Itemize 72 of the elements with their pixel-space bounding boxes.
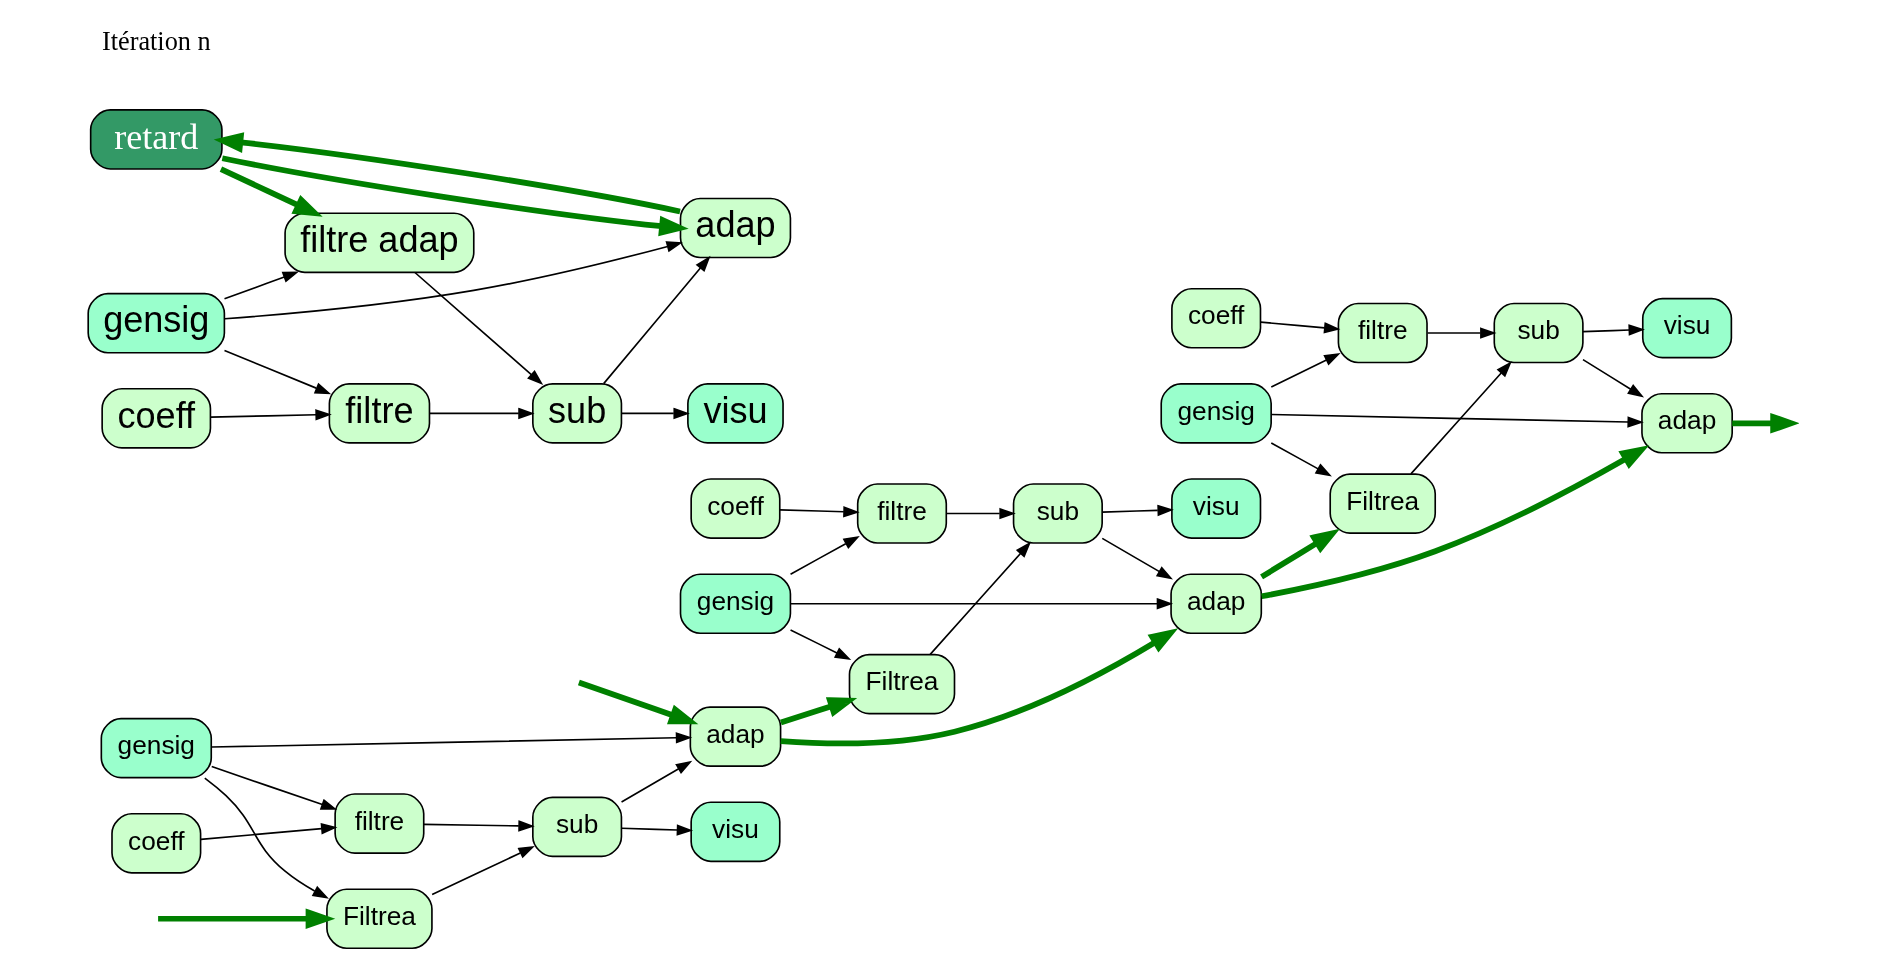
- arrow: [780, 628, 1178, 747]
- node-box: sub: [531, 383, 622, 444]
- node-box: Filtrea: [1328, 473, 1436, 534]
- node-box: visu: [689, 801, 781, 863]
- arrow: [1581, 324, 1645, 336]
- arrow: [1100, 537, 1173, 580]
- arrow: [210, 765, 337, 810]
- node-box: filtre: [856, 483, 947, 544]
- node-box: visu: [686, 383, 784, 444]
- arrow: [219, 166, 323, 217]
- arrow: [203, 777, 329, 899]
- arrow: [1269, 352, 1341, 388]
- node-box: gensig: [679, 573, 791, 635]
- node-box: filtre: [1337, 302, 1428, 364]
- node-box: retard: [89, 109, 223, 170]
- node-box: coeff: [1170, 287, 1261, 349]
- node-box: visu: [1170, 478, 1261, 539]
- arrow: [157, 908, 335, 930]
- node-box: sub: [531, 796, 622, 858]
- arrow: [577, 679, 698, 725]
- arrow: [1426, 327, 1497, 339]
- arrow: [945, 507, 1016, 520]
- arrow: [778, 506, 860, 518]
- arrow: [221, 155, 689, 237]
- node-box: filtre: [328, 383, 430, 444]
- node-box: Filtrea: [325, 888, 433, 950]
- arrow: [620, 407, 690, 420]
- node-box: sub: [1492, 302, 1584, 364]
- arrow: [209, 409, 332, 421]
- arrow: [620, 760, 692, 803]
- node-box: coeff: [689, 478, 781, 539]
- node-box: visu: [1641, 297, 1732, 359]
- node-box: adap: [1640, 392, 1733, 454]
- arrow: [1409, 361, 1512, 475]
- arrow: [1259, 321, 1340, 334]
- arrow: [789, 535, 860, 575]
- arrow: [1731, 412, 1799, 434]
- arrow: [1269, 442, 1332, 477]
- node-box: adap: [679, 197, 791, 259]
- arrow: [1581, 358, 1644, 398]
- node-box: adap: [689, 706, 781, 767]
- label: Itération n: [101, 27, 211, 57]
- node-box: adap: [1169, 573, 1262, 635]
- node-box: gensig: [86, 292, 225, 354]
- arrow: [789, 629, 851, 660]
- arrow: [789, 598, 1173, 610]
- arrow: [928, 541, 1031, 656]
- node-box: filtre: [333, 793, 425, 854]
- arrow: [1270, 413, 1644, 428]
- arrow: [620, 824, 693, 836]
- arrow: [223, 241, 683, 320]
- node-box: sub: [1012, 483, 1103, 544]
- arrow: [413, 271, 543, 386]
- arrow: [223, 271, 299, 300]
- arrow: [199, 822, 337, 841]
- arrow: [430, 846, 535, 896]
- node-box: filtre adap: [283, 212, 475, 274]
- arrow: [213, 132, 681, 215]
- node-box: coeff: [100, 388, 211, 449]
- arrow: [428, 407, 535, 420]
- arrow: [223, 349, 331, 395]
- arrow: [779, 697, 857, 726]
- node-box: coeff: [110, 812, 201, 874]
- arrow: [1260, 445, 1649, 600]
- node-box: Filtrea: [848, 653, 955, 715]
- node-box: gensig: [100, 717, 212, 779]
- arrow: [602, 255, 711, 385]
- arrow: [210, 732, 692, 748]
- arrow: [1100, 504, 1174, 517]
- arrow: [1259, 528, 1340, 580]
- arrow: [422, 820, 535, 832]
- node-box: gensig: [1159, 383, 1272, 444]
